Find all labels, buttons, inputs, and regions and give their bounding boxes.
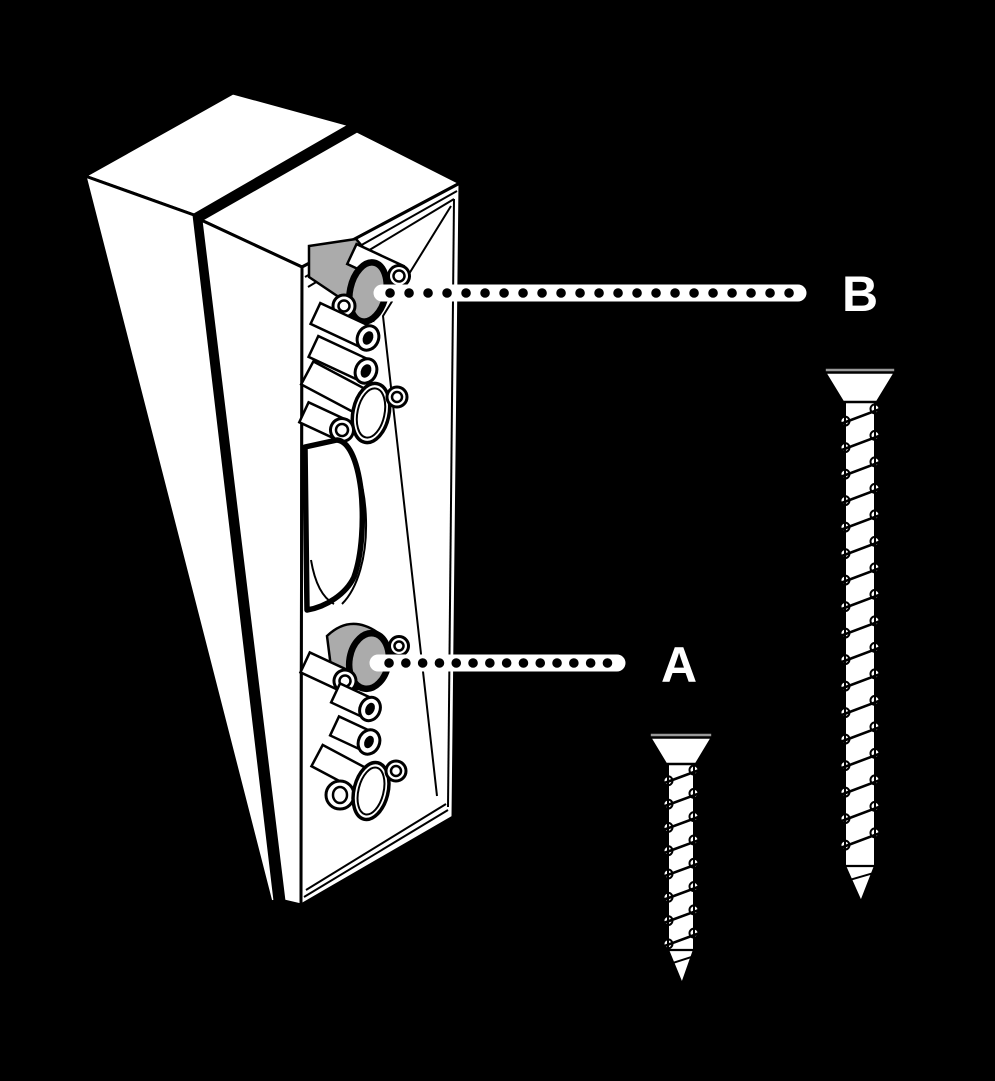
boss-ring [324, 779, 356, 811]
boss-ring [385, 385, 409, 409]
wire-tube [308, 301, 381, 352]
boss-ring [388, 635, 410, 657]
callout-label-a: A [661, 637, 697, 693]
boss-ring [384, 759, 408, 783]
boss-tube [297, 400, 355, 443]
lower-boss-cluster [298, 622, 410, 822]
oval-boss [350, 381, 392, 445]
wire-tube [306, 334, 379, 385]
wire-tube [329, 681, 382, 723]
short-screw-icon [648, 732, 714, 986]
callout-label-b: B [842, 266, 878, 322]
upper-boss-cluster [297, 237, 411, 445]
oval-boss [351, 760, 391, 822]
wedge-mount [83, 91, 462, 907]
cavity-details [297, 237, 411, 822]
wire-tube [328, 714, 382, 756]
wedge-side-face [83, 174, 277, 904]
long-screw-icon [823, 367, 897, 904]
cable-cutout [302, 437, 368, 613]
boss-tube [298, 650, 358, 694]
